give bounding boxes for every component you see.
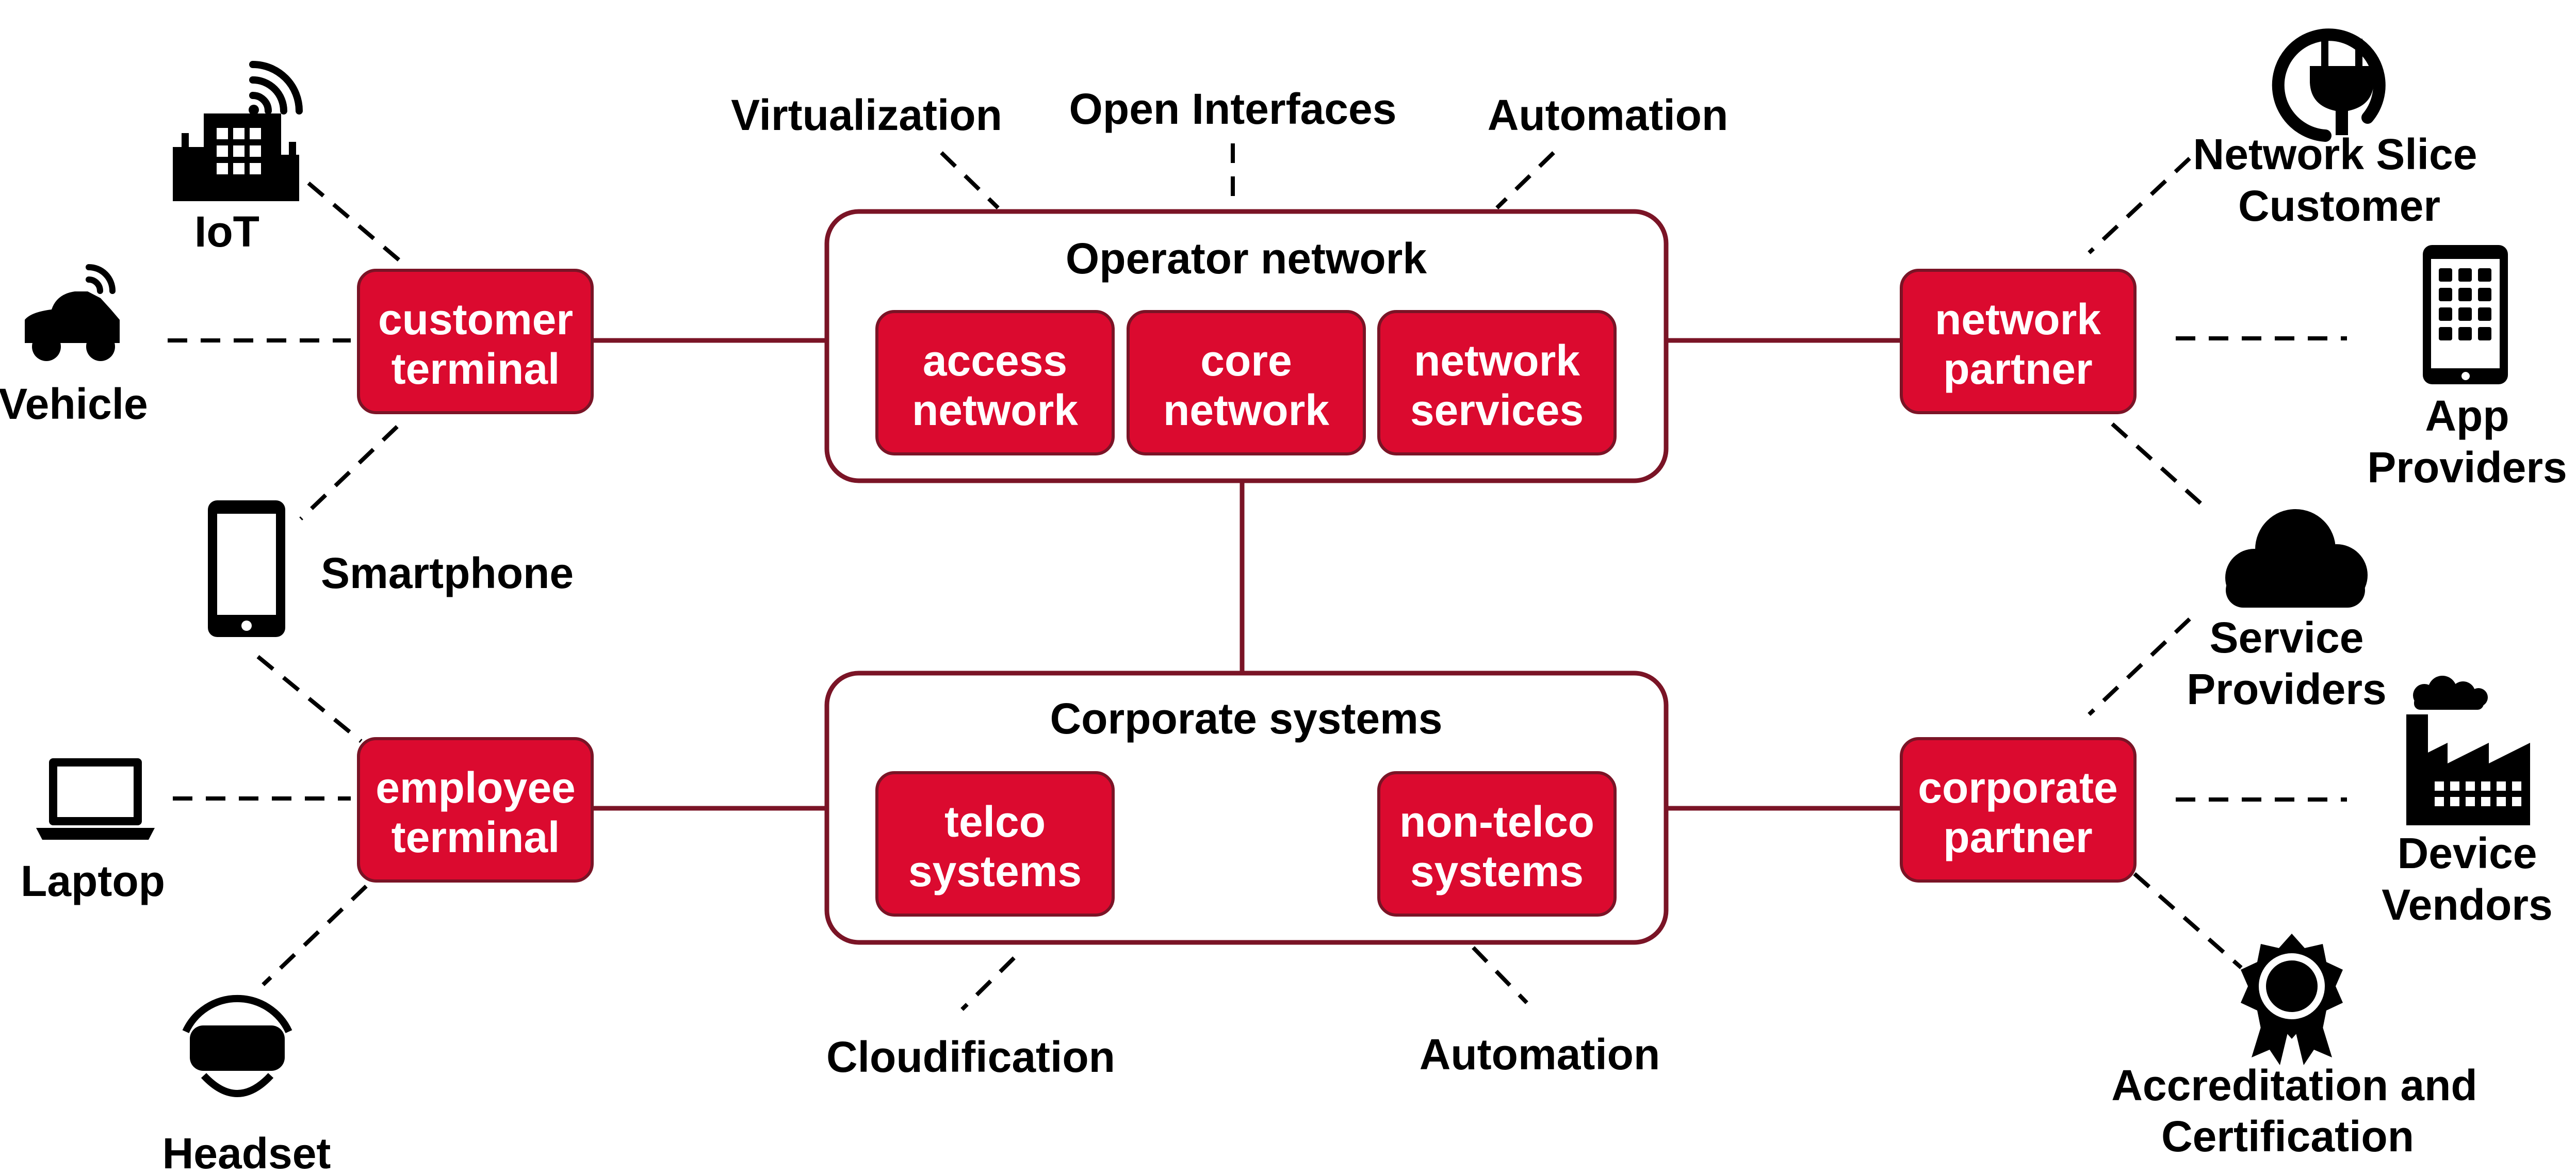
customer-terminal-label-line2: terminal [392,345,560,393]
label-automation-bottom: Automation [1420,1030,1660,1079]
label-vehicle: Vehicle [0,380,148,428]
corporate-partner-label-line2: partner [1943,813,2092,861]
dashed-accreditation [2133,872,2243,970]
certificate-seal-icon [2241,934,2343,1065]
dashed-headset [262,885,368,986]
dashed-slice-customer [2088,157,2191,254]
dashed-automation-bottom [1472,946,1528,1004]
dashed-cloudification [960,956,1016,1011]
network-services-label-line1: network [1414,336,1580,385]
core-network-label-line2: network [1163,386,1329,434]
access-network-label-line1: access [923,336,1067,385]
employee-terminal-label-line2: terminal [392,813,560,861]
label-service-providers-line2: Providers [2187,665,2387,713]
building-wifi-icon [173,61,303,201]
label-accreditation-line1: Accreditation and [2111,1061,2477,1110]
label-laptop: Laptop [21,857,165,905]
label-open-interfaces: Open Interfaces [1069,85,1397,133]
label-slice-customer-line2: Customer [2238,182,2440,230]
non-telco-systems-label-line1: non-telco [1399,797,1594,846]
dashed-connectors [168,143,2347,1011]
smartphone-icon [208,500,285,637]
label-service-providers-line1: Service [2210,613,2364,662]
label-smartphone: Smartphone [321,549,574,597]
label-accreditation-line2: Certification [2161,1112,2414,1161]
non-telco-systems-label-line2: systems [1410,847,1584,895]
non-telco-systems-box: non-telco systems [1377,771,1617,917]
label-virtualization: Virtualization [731,91,1002,139]
network-services-label-line2: services [1410,386,1584,434]
dashed-iot [307,181,409,269]
label-headset: Headset [162,1129,331,1174]
factory-icon [2406,676,2530,825]
label-iot: IoT [194,207,259,256]
label-automation-top: Automation [1488,91,1729,139]
customer-terminal-box: customer terminal [357,269,594,414]
core-network-box: core network [1127,310,1366,455]
telco-systems-label-line2: systems [908,847,1082,895]
access-network-label-line2: network [912,386,1078,434]
label-device-vendors-line2: Vendors [2382,880,2552,929]
employee-terminal-box: employee terminal [357,737,594,883]
access-network-box: access network [875,310,1115,455]
network-partner-label-line1: network [1935,295,2101,344]
corporate-partner-label-line1: corporate [1918,763,2117,812]
network-partner-box: network partner [1900,269,2137,414]
solid-connectors [592,338,1901,811]
telco-systems-label-line1: telco [944,797,1046,846]
network-services-box: network services [1377,310,1617,455]
connected-car-icon [25,264,120,361]
corporate-partner-box: corporate partner [1900,737,2137,883]
network-partner-label-line2: partner [1943,345,2092,393]
label-app-providers-line1: App [2425,392,2509,440]
employee-terminal-label-line1: employee [376,763,576,812]
label-slice-customer-line1: Network Slice [2193,130,2477,178]
vr-headset-icon [182,994,292,1097]
customer-terminal-label-line1: customer [378,295,573,344]
dashed-smartphone [299,425,399,520]
label-device-vendors-line1: Device [2398,829,2537,877]
operator-network-title: Operator network [1066,234,1427,283]
dashed-service-providers-cp [2088,617,2191,716]
power-plug-icon [2272,28,2386,142]
label-cloudification: Cloudification [826,1033,1115,1081]
telco-systems-box: telco systems [875,771,1115,917]
label-app-providers-line2: Providers [2367,443,2567,492]
dashed-employee-smartphone [256,655,363,743]
cloud-icon [2225,509,2368,608]
dashed-service-providers-np [2111,422,2209,511]
dashed-automation-top [1495,151,1555,209]
corporate-systems-title: Corporate systems [1050,694,1443,743]
dashed-virtualization [940,151,1000,209]
tablet-icon [2423,245,2508,384]
core-network-label-line1: core [1200,336,1292,385]
laptop-icon [36,758,155,840]
